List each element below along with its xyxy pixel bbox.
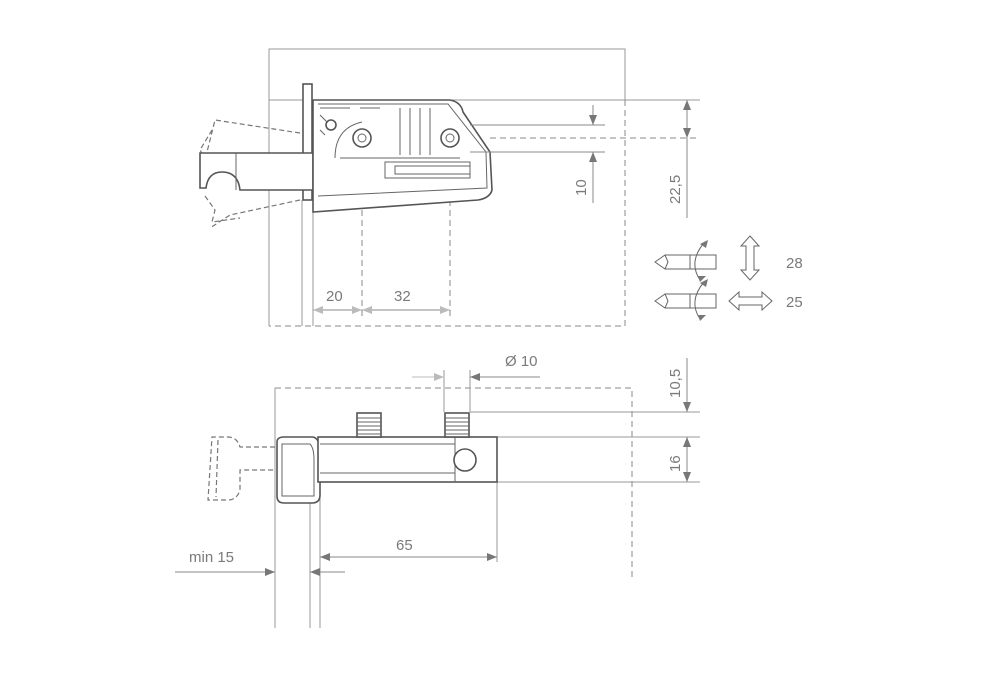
dim-label-32: 32 — [394, 288, 411, 305]
threaded-stud-1 — [356, 412, 382, 438]
adjust-horizontal-row: 25 — [654, 279, 803, 321]
dim-label-diameter: Ø 10 — [505, 353, 538, 370]
adjust-horizontal-value: 25 — [786, 294, 803, 311]
adjust-vertical-row: 28 — [654, 235, 803, 282]
hinge-arm — [199, 152, 314, 191]
cabinet-outline-dashed — [269, 100, 626, 327]
dimension-min-15: min 15 — [175, 549, 345, 576]
dimension-10: 10 — [470, 105, 605, 203]
screwdriver-icon — [654, 279, 717, 321]
roller-2 — [440, 128, 460, 148]
top-view: 10 22,5 20 32 28 — [199, 48, 803, 327]
dim-label-10-5: 10,5 — [667, 369, 684, 398]
cabinet-outline-dashed — [275, 387, 633, 580]
dimension-20-32: 20 32 — [313, 288, 450, 314]
hinge-body — [312, 99, 493, 213]
dimension-diameter: Ø 10 — [412, 353, 540, 381]
roller-1 — [352, 128, 372, 148]
threaded-stud-2 — [444, 412, 470, 438]
screwdriver-icon — [654, 240, 717, 282]
dim-label-65: 65 — [396, 537, 413, 554]
bottom-view: Ø 10 10,5 16 65 min 15 — [175, 353, 700, 628]
body-hole — [325, 119, 337, 131]
vertical-double-arrow-icon — [739, 235, 761, 281]
dimension-10-5-16: 10,5 16 — [667, 358, 691, 482]
dim-label-16: 16 — [667, 455, 684, 472]
mounting-plate — [302, 83, 313, 201]
adjust-vertical-value: 28 — [786, 255, 803, 272]
arm-ghost — [207, 436, 275, 501]
dim-label-10: 10 — [573, 179, 590, 196]
dimension-22-5: 22,5 — [667, 100, 691, 218]
adjustment-cam — [453, 448, 477, 472]
horizontal-double-arrow-icon — [728, 290, 773, 312]
dim-label-22-5: 22,5 — [667, 175, 684, 204]
dimension-65: 65 — [320, 537, 497, 561]
dim-label-min-15: min 15 — [189, 549, 234, 566]
mounting-bracket — [276, 436, 321, 504]
dim-label-20: 20 — [326, 288, 343, 305]
